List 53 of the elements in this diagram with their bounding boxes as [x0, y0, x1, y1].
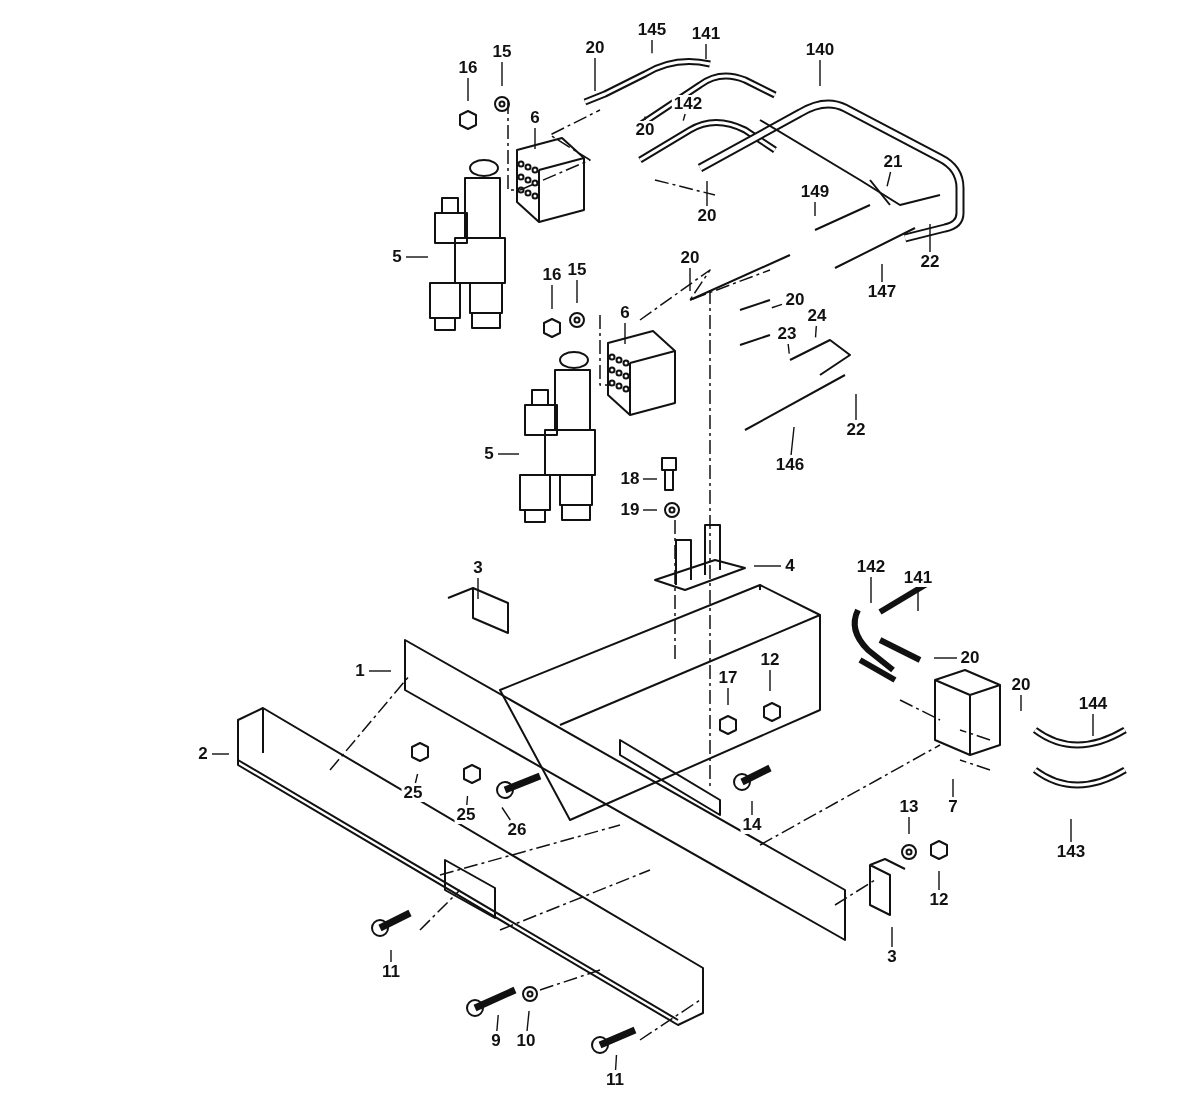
leader-line — [390, 949, 392, 963]
leader-line — [368, 670, 392, 672]
leader-line — [753, 565, 782, 567]
leader-line — [501, 806, 512, 821]
leader-line — [787, 343, 790, 355]
leader-line — [689, 267, 691, 292]
leader-line — [467, 77, 469, 102]
leader-line — [952, 778, 954, 798]
leader-line — [526, 1010, 530, 1032]
leader-line — [1020, 694, 1022, 712]
leader-line — [682, 113, 686, 122]
leader-line — [1092, 713, 1094, 737]
leader-line — [706, 180, 708, 207]
callout-number: 141 — [901, 569, 935, 587]
leader-line — [891, 926, 893, 948]
leader-line — [908, 816, 910, 835]
leader-line — [855, 393, 857, 421]
leader-line — [881, 263, 883, 283]
leader-line — [938, 870, 940, 891]
leader-line — [477, 577, 479, 600]
leader-line — [624, 322, 626, 345]
leader-line — [727, 687, 729, 706]
leader-line — [705, 43, 707, 60]
leader-line — [211, 753, 230, 755]
leader-line — [501, 61, 503, 87]
leader-line — [769, 669, 771, 692]
leader-line — [751, 800, 753, 816]
leader-line — [933, 657, 958, 659]
leader-line — [651, 39, 653, 54]
leader-line — [642, 478, 658, 480]
callout-number: 25 — [401, 784, 425, 802]
leader-line — [814, 201, 816, 217]
leader-line — [814, 325, 817, 339]
leader-line — [496, 1014, 499, 1032]
leader-line — [594, 57, 596, 92]
leader-line — [551, 284, 553, 310]
leader-line — [790, 426, 795, 456]
leader-line — [644, 115, 646, 121]
callout-number: 14 — [740, 816, 764, 834]
leader-line — [929, 223, 931, 253]
leader-line — [819, 59, 821, 87]
leader-line — [405, 256, 429, 258]
leader-line — [534, 127, 536, 150]
leader-line — [870, 576, 872, 604]
leader-line — [576, 279, 578, 304]
leader-line — [1070, 818, 1072, 843]
leader-line — [466, 795, 469, 806]
callout-number: 25 — [454, 806, 478, 824]
leader-line — [642, 509, 658, 511]
leader-line — [414, 773, 419, 784]
leader-line — [497, 453, 520, 455]
leader-line — [614, 1054, 618, 1071]
leader-line — [771, 303, 783, 309]
